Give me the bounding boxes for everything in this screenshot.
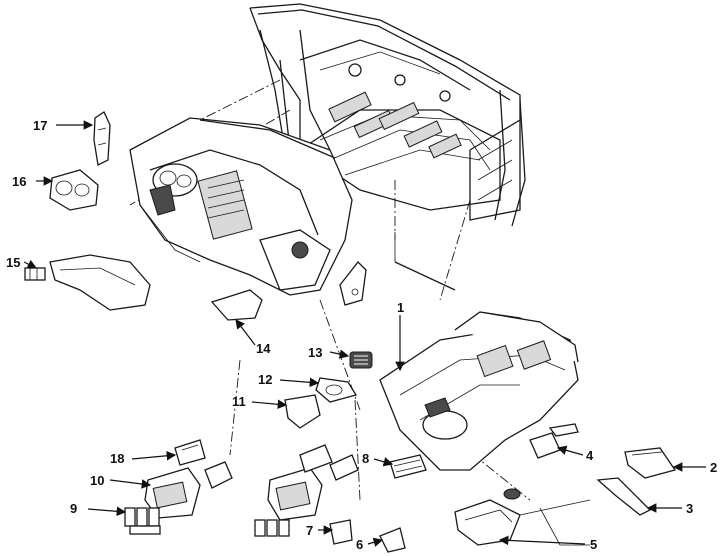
part-11-trim (284, 394, 321, 429)
part-15-knee-bolster (24, 254, 151, 311)
callout-14: 14 (256, 341, 271, 356)
part-8-vent (389, 454, 427, 479)
part-3-trim-strip (596, 477, 652, 516)
part-5-console-support (454, 488, 591, 546)
callout-16: 16 (12, 174, 26, 189)
fuse-lid (339, 261, 367, 306)
callout-15: 15 (6, 255, 20, 270)
callout-2: 2 (710, 460, 717, 475)
callout-5: 5 (590, 537, 597, 552)
part-17-bracket (93, 111, 111, 166)
callout-leaders (23, 120, 706, 547)
callout-1: 1 (397, 300, 404, 315)
part-6-bracket (379, 527, 406, 553)
part-13-vent (349, 351, 373, 369)
callout-8: 8 (362, 451, 369, 466)
part-2-bracket (624, 447, 677, 479)
defrost-strip (394, 232, 456, 291)
callout-labels: 17 16 15 14 1 13 12 11 18 10 9 8 7 6 5 4… (6, 118, 717, 552)
center-stack-assembly (254, 444, 359, 537)
callout-4: 4 (586, 448, 594, 463)
callout-9: 9 (70, 501, 77, 516)
vehicle-body-shell (249, 3, 526, 227)
instrument-panel-upper (129, 117, 353, 296)
part-10-center-bezel (144, 461, 233, 519)
callout-17: 17 (33, 118, 47, 133)
callout-10: 10 (90, 473, 104, 488)
callout-13: 13 (308, 345, 322, 360)
callout-18: 18 (110, 451, 124, 466)
callout-7: 7 (306, 523, 313, 538)
part-16-cluster-bezel (49, 169, 99, 211)
instrument-panel-lower (379, 311, 579, 471)
part-18-switch (174, 439, 206, 466)
callout-6: 6 (356, 537, 363, 552)
part-12-duct (315, 377, 358, 403)
callout-12: 12 (258, 372, 272, 387)
part-4-bracket (529, 423, 579, 459)
callout-3: 3 (686, 501, 693, 516)
part-7-bracket (329, 519, 353, 545)
part-14-side-cover (210, 289, 263, 321)
part-9-switch-set (124, 507, 161, 535)
callout-11: 11 (232, 394, 246, 409)
